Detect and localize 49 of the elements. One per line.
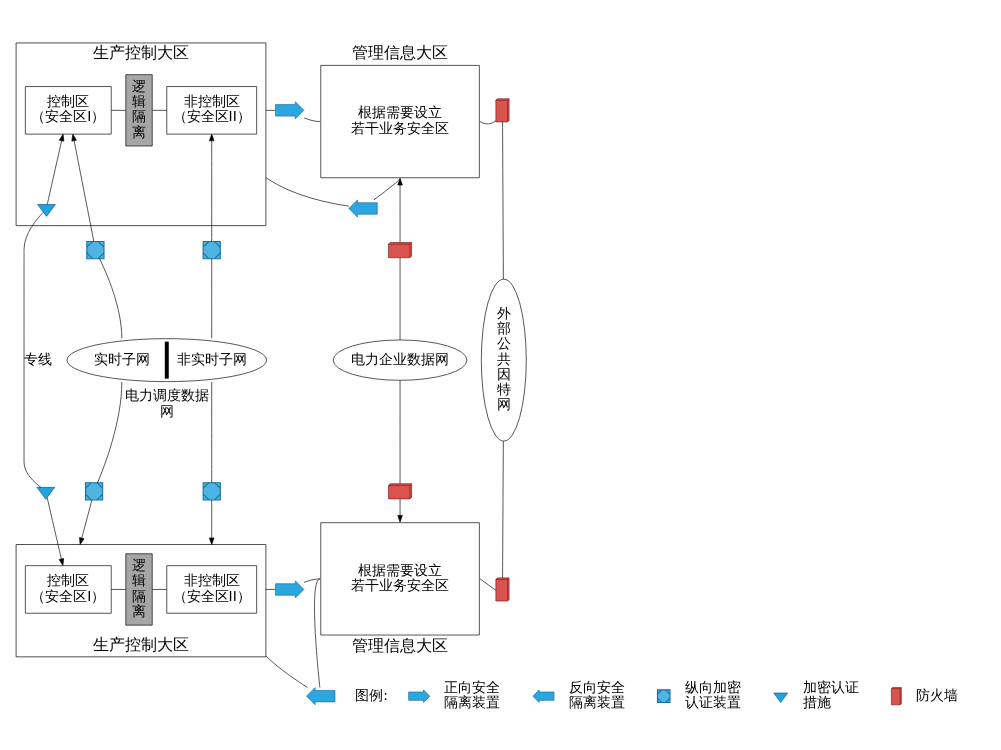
connector	[303, 578, 321, 583]
node-label: 电力调度数据网	[124, 386, 209, 419]
arrow	[46, 496, 64, 566]
node-box: 非控制区（安全区II）	[166, 564, 257, 614]
connector	[111, 588, 126, 590]
node-label: 管理信息大区	[352, 635, 449, 655]
legend-label: 防火墙	[916, 686, 959, 703]
connector	[373, 177, 401, 200]
node-picture	[348, 199, 378, 217]
legend-label: 纵向加密认证装置	[684, 678, 741, 710]
connector	[111, 109, 126, 111]
arrow	[397, 177, 403, 243]
connector	[99, 257, 123, 339]
edge-label: 专线	[24, 350, 53, 367]
node-box: 非控制区（安全区II）	[166, 85, 257, 134]
node-box: 根据需要设立若干业务安全区	[320, 64, 480, 178]
node-triangle	[36, 486, 56, 500]
node-box: 逻辑隔离	[125, 73, 153, 146]
node-ellipse: 外部公共因特网	[481, 278, 527, 441]
arrow	[397, 498, 403, 522]
arrow	[46, 133, 65, 205]
connector	[502, 121, 504, 279]
arrow	[71, 133, 95, 242]
arrow	[209, 133, 215, 242]
node-picture	[306, 686, 336, 705]
connector	[314, 578, 321, 688]
connector	[23, 211, 44, 488]
connector	[265, 109, 276, 111]
node-box: 根据需要设立若干业务安全区	[320, 521, 480, 635]
node-label: 管理信息大区	[352, 42, 449, 62]
arrow	[209, 499, 215, 545]
connector	[97, 381, 123, 483]
node-ellipse: 电力企业数据网	[332, 339, 468, 381]
label: 图例:	[355, 686, 388, 703]
node-picture	[275, 100, 305, 119]
legend-label: 加密认证措施	[802, 678, 859, 710]
node-box: 控制区（安全区I）	[25, 564, 112, 614]
legend-label: 反向安全隔离装置	[568, 678, 625, 710]
node-picture	[275, 580, 305, 598]
node-box: 控制区（安全区I）	[25, 85, 112, 134]
connector	[265, 588, 276, 590]
legend-label: 正向安全隔离装置	[444, 678, 501, 710]
connector	[152, 588, 168, 590]
arrow	[79, 499, 93, 545]
node-triangle	[37, 203, 56, 217]
connector	[265, 655, 308, 688]
node-box: 逻辑隔离	[125, 552, 153, 625]
connector	[152, 109, 168, 111]
connector	[265, 176, 350, 206]
